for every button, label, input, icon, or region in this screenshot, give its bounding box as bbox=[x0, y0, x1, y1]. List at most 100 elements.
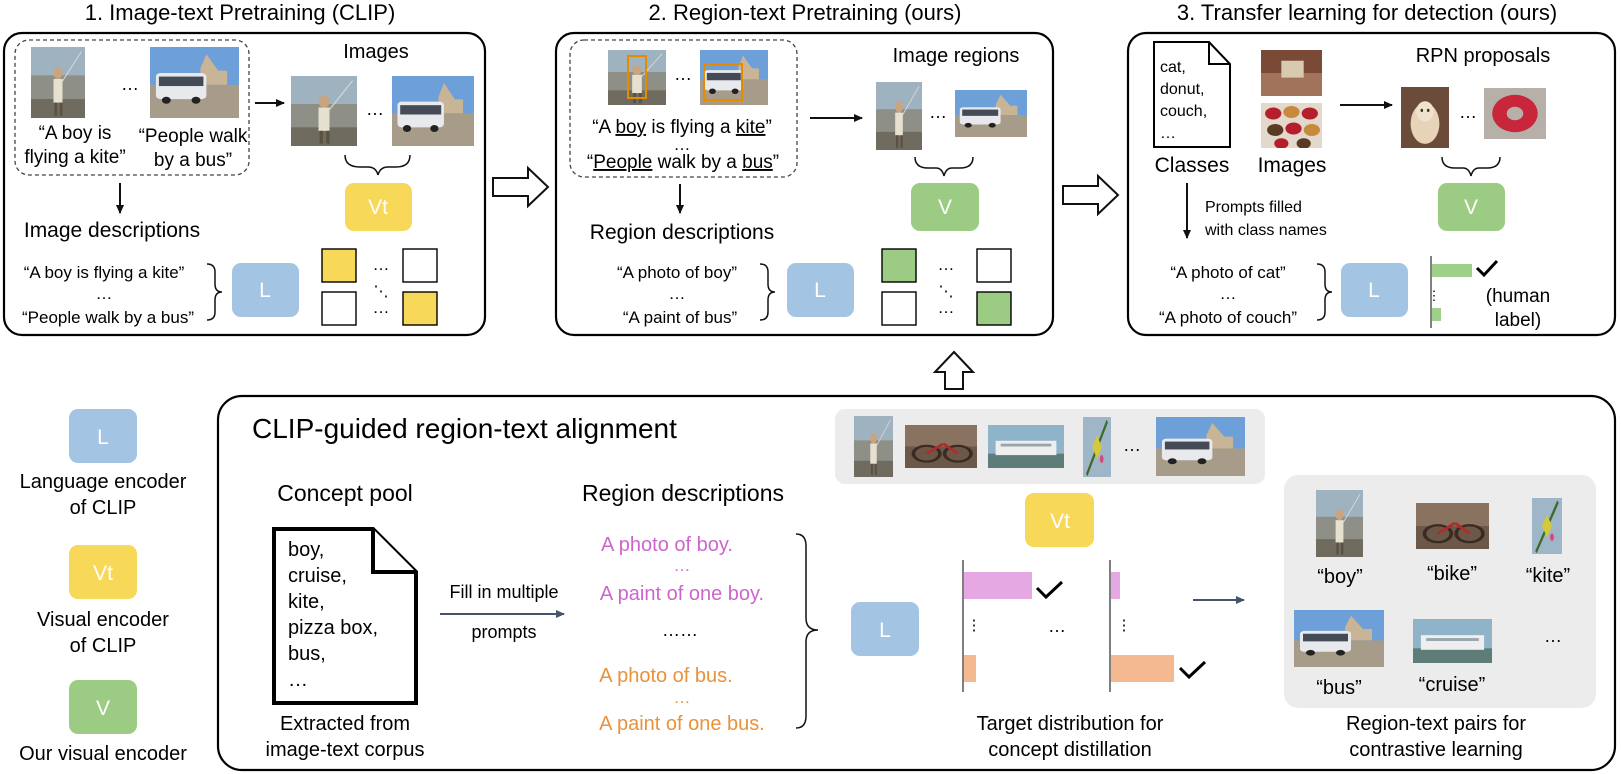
bottom-encoder-l-label: L bbox=[879, 619, 891, 642]
classes-doc-line: cat, bbox=[1160, 59, 1186, 76]
checkmark-icon bbox=[1178, 660, 1207, 680]
matrix-cell bbox=[881, 291, 917, 326]
region-desc-brace bbox=[795, 533, 819, 729]
matrix-dots: … bbox=[938, 255, 955, 274]
concept-document-fold bbox=[371, 529, 416, 574]
region-crop-bus bbox=[955, 90, 1027, 137]
fill-prompts-line1: Fill in multiple bbox=[449, 582, 558, 602]
dist-bar-boy-orange bbox=[964, 655, 976, 682]
concept-doc-line: cruise, bbox=[288, 565, 347, 587]
pairs-caption-2: contrastive learning bbox=[1349, 739, 1522, 761]
classes-document-fold bbox=[1208, 42, 1230, 65]
panel2-desc-brace bbox=[759, 263, 776, 321]
target-caption-2: concept distillation bbox=[988, 739, 1151, 761]
panel2-photo-dots: … bbox=[674, 64, 692, 84]
panel3-desc-last: “A photo of couch” bbox=[1159, 308, 1297, 327]
panel-region-text-pretraining: 2. Region-text Pretraining (ours) … “A b… bbox=[554, 0, 1055, 337]
legend-vt-letter: Vt bbox=[93, 562, 113, 585]
panel3-proposal-dots: … bbox=[1459, 102, 1477, 122]
concept-pool-label: Concept pool bbox=[277, 480, 413, 506]
concept-doc-line: pizza box, bbox=[288, 617, 378, 639]
human-label-line2: label) bbox=[1495, 310, 1541, 331]
proposal-cat bbox=[1401, 87, 1449, 148]
panel3-classes-label: Classes bbox=[1155, 154, 1230, 177]
legend-v-name: Our visual encoder bbox=[19, 743, 187, 765]
classes-doc-line: donut, bbox=[1160, 81, 1204, 98]
prompts-note-line1: Prompts filled bbox=[1205, 199, 1302, 216]
panel2-title: 2. Region-text Pretraining (ours) bbox=[648, 0, 961, 25]
panel1-encoder-vt bbox=[345, 183, 412, 231]
concept-doc-line: kite, bbox=[288, 591, 325, 613]
purple-prompt-ellipsis: … bbox=[674, 556, 691, 575]
dist-vdots: ⋮ bbox=[967, 617, 982, 634]
orange-prompt: A photo of bus. bbox=[599, 665, 732, 687]
photo-donuts bbox=[1261, 103, 1322, 148]
dist-vdots: ⋮ bbox=[1428, 288, 1441, 303]
matrix-cell bbox=[881, 248, 917, 283]
dist-bar-couch bbox=[1432, 308, 1441, 321]
matrix-diag-dots: ⋱ bbox=[939, 283, 954, 300]
caption-b-line2: by a bus” bbox=[154, 150, 232, 171]
caption-a-line2: flying a kite” bbox=[24, 147, 125, 168]
pair-label: “bus” bbox=[1316, 677, 1362, 699]
matrix-cell bbox=[402, 291, 438, 326]
panel1-images-label: Images bbox=[343, 41, 409, 63]
region-box bbox=[627, 55, 647, 99]
legend-l-name-1: Language encoder bbox=[20, 471, 187, 493]
classes-doc-line: couch, bbox=[1160, 103, 1207, 120]
legend-l-letter: L bbox=[97, 426, 109, 449]
panel2-regions-label: Image regions bbox=[893, 45, 1020, 67]
legend-v-letter: V bbox=[96, 697, 110, 720]
panel2-desc-first: “A photo of boy” bbox=[617, 263, 737, 282]
strip-photo-cruise bbox=[988, 425, 1064, 468]
classes-document-icon bbox=[1153, 41, 1231, 148]
panel2-similarity-matrix: … ⋱ … bbox=[881, 248, 1012, 326]
pair-photo-cruise bbox=[1413, 619, 1492, 663]
panel1-descriptions-label: Image descriptions bbox=[24, 219, 200, 242]
concept-doc-line: boy, bbox=[288, 539, 324, 561]
panel1-encoder-l-label: L bbox=[259, 279, 271, 302]
panel-image-text-pretraining: 1. Image-text Pretraining (CLIP) … “A bo… bbox=[2, 0, 487, 337]
panel2-region-dots: … bbox=[929, 102, 947, 122]
panel3-desc-ellipsis: … bbox=[1220, 284, 1237, 303]
legend: L Language encoder of CLIP Vt Visual enc… bbox=[19, 409, 187, 765]
legend-vt-swatch bbox=[69, 545, 137, 599]
hollow-arrow-1-to-2 bbox=[492, 165, 550, 209]
photo-cat-room bbox=[1261, 50, 1322, 96]
panel1-encoder-vt-label: Vt bbox=[368, 196, 388, 219]
concept-doc-line: bus, bbox=[288, 643, 326, 665]
concept-doc-line: … bbox=[288, 669, 308, 691]
matrix-dots: … bbox=[938, 298, 955, 317]
panel2-encoder-l-label: L bbox=[814, 279, 826, 302]
purple-prompt: A paint of one boy. bbox=[600, 583, 764, 605]
panel1-similarity-matrix: … ⋱ … bbox=[321, 248, 438, 326]
panel3-encoder-v-label: V bbox=[1464, 196, 1478, 219]
checkmark-icon bbox=[1035, 580, 1064, 600]
bottom-encoder-vt bbox=[1025, 493, 1094, 547]
photo-bus-2 bbox=[392, 76, 474, 146]
panel-clip-guided-alignment: CLIP-guided region-text alignment Concep… bbox=[216, 394, 1617, 772]
pair-photo-bus bbox=[1294, 610, 1384, 667]
bottom-title: CLIP-guided region-text alignment bbox=[252, 413, 677, 444]
panel2-descriptions-label: Region descriptions bbox=[590, 221, 774, 244]
orange-prompt: A paint of one bus. bbox=[599, 713, 765, 735]
pair-photo-boy bbox=[1316, 490, 1363, 557]
matrix-cell bbox=[976, 248, 1012, 283]
region-crop-boy bbox=[876, 82, 922, 150]
panel3-images-label: Images bbox=[1258, 154, 1327, 177]
hollow-arrow-up bbox=[932, 350, 976, 390]
target-distribution: ⋮ … ⋮ bbox=[962, 560, 1207, 692]
bottom-encoder-l bbox=[851, 602, 919, 656]
pair-photo-kite bbox=[1532, 498, 1562, 554]
strip-dots: … bbox=[1123, 435, 1141, 455]
human-label-distribution: ⋮ (human label) bbox=[1428, 256, 1550, 331]
strip-photo-kite bbox=[1083, 417, 1111, 477]
panel3-rpn-label: RPN proposals bbox=[1416, 45, 1551, 67]
bottom-encoder-vt-label: Vt bbox=[1050, 510, 1070, 533]
panel1-title: 1. Image-text Pretraining (CLIP) bbox=[85, 0, 396, 25]
panel1-desc-ellipsis: … bbox=[96, 284, 113, 303]
panel2-encoder-v-label: V bbox=[938, 196, 952, 219]
panel2-brace bbox=[914, 156, 974, 177]
dist-bar-boy-purple bbox=[964, 572, 1032, 599]
matrix-cell bbox=[402, 248, 438, 283]
